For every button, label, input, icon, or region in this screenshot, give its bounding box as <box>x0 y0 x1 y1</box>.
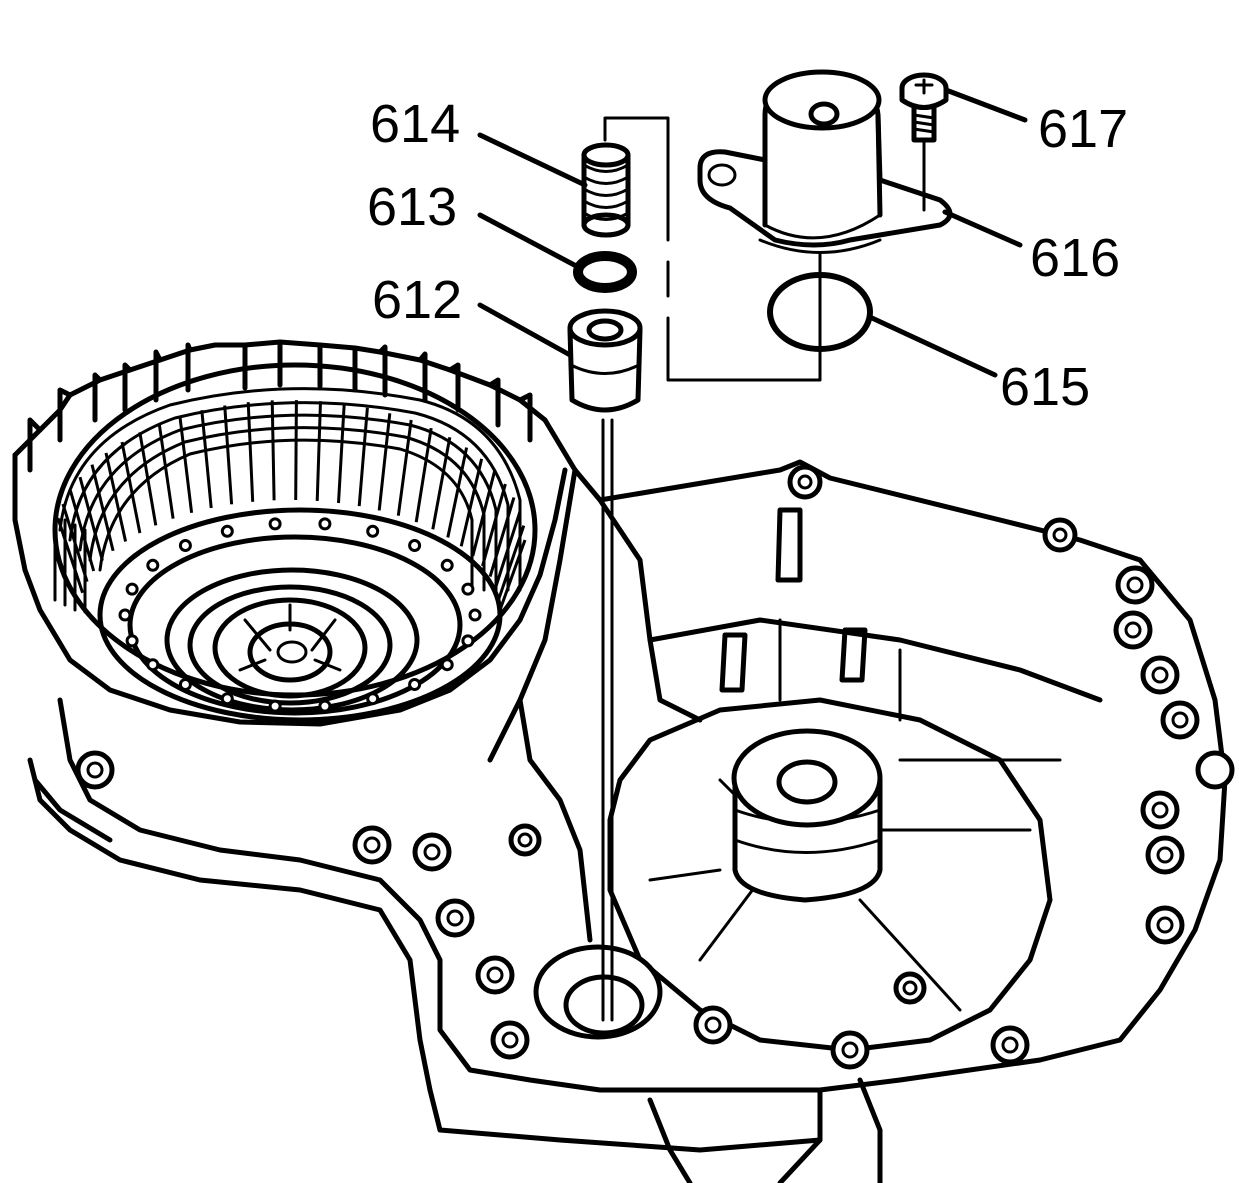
plate-hatch-line <box>315 401 322 501</box>
plate-hatch-line <box>431 437 452 530</box>
retainer-dot <box>366 524 380 538</box>
retainer-dot <box>125 634 139 648</box>
plate-hatch-line <box>56 517 85 594</box>
callout-labels: 614 613 612 617 616 615 <box>367 94 1128 417</box>
leader-616 <box>942 209 1023 248</box>
plate-hatch-line <box>446 447 469 538</box>
plate-hatch-line <box>120 441 142 534</box>
plate-hatch-line <box>414 427 433 523</box>
retainer-dot <box>408 678 422 691</box>
leader-617 <box>943 87 1028 123</box>
retainer-dot <box>461 634 475 648</box>
retainer-dot <box>318 699 332 713</box>
retainer-dot <box>408 539 422 552</box>
callout-613: 613 <box>367 177 457 237</box>
solenoid-616 <box>697 69 953 254</box>
spring-614 <box>581 142 631 238</box>
callout-616: 616 <box>1030 228 1120 288</box>
plate-hatching <box>56 400 527 611</box>
retainer-dot <box>268 699 282 713</box>
plate-hatch-line <box>246 402 255 502</box>
spring-retainer-marks <box>118 517 482 713</box>
plate-hatch-line <box>157 423 175 519</box>
retainer-dot <box>178 678 192 691</box>
plate-hatch-line <box>337 403 346 504</box>
plate-hatch-line <box>494 510 522 588</box>
plate-hatch-line <box>481 483 507 567</box>
retainer-dot <box>468 608 482 622</box>
leader-615 <box>869 315 998 378</box>
plate-hatch-line <box>200 410 213 509</box>
leader-614 <box>477 132 588 188</box>
plate-hatch-line <box>104 452 128 542</box>
retainer-dot <box>220 692 234 706</box>
retainer-dot <box>318 517 332 531</box>
plate-hatch-line <box>223 405 234 505</box>
retainer-dot <box>118 608 132 622</box>
plate-hatch-line <box>488 497 516 578</box>
retainer-dot <box>461 582 475 596</box>
callout-615: 615 <box>1000 357 1090 417</box>
plate-hatch-line <box>396 419 413 516</box>
clutch-drum <box>12 339 578 727</box>
plate-hatch-line <box>497 525 526 600</box>
plate-hatch-line <box>498 539 527 611</box>
callout-612: 612 <box>372 270 462 330</box>
transmission-case <box>27 459 1235 1183</box>
plate-hatch-line <box>178 416 194 513</box>
retainer-dot <box>146 658 160 672</box>
callout-leaders <box>477 87 1028 378</box>
case-bolt-holes <box>75 464 1235 1070</box>
retainer-dot <box>268 517 282 531</box>
plate-hatch-line <box>90 464 115 552</box>
central-hub <box>731 728 883 903</box>
plate-hatch-line <box>270 400 276 501</box>
plate-hatch-line <box>357 407 369 507</box>
leader-612 <box>477 302 573 358</box>
assembly-guide-line <box>603 116 822 382</box>
callout-617: 617 <box>1038 99 1128 159</box>
plate-hatch-line <box>471 470 497 557</box>
sleeve-612 <box>567 308 643 413</box>
retainer-dot <box>125 582 139 596</box>
plate-hatch-line <box>78 476 104 561</box>
assembly-centerline <box>601 418 614 1022</box>
retainer-dot <box>220 524 234 538</box>
leader-613 <box>477 212 583 271</box>
retainer-dot <box>366 692 380 706</box>
retainer-dot <box>440 658 454 672</box>
plate-hatch-line <box>294 400 298 501</box>
callout-614: 614 <box>370 94 460 154</box>
retainer-dot <box>440 558 454 572</box>
plate-hatch-line <box>459 458 484 547</box>
plate-hatch-line <box>68 489 96 572</box>
retainer-dot <box>146 558 160 572</box>
plate-hatch-line <box>377 413 392 511</box>
retainer-dot <box>178 539 192 552</box>
o-ring-613 <box>573 251 637 293</box>
plate-hatch-line <box>138 432 158 526</box>
plate-hatch-line <box>61 503 89 583</box>
